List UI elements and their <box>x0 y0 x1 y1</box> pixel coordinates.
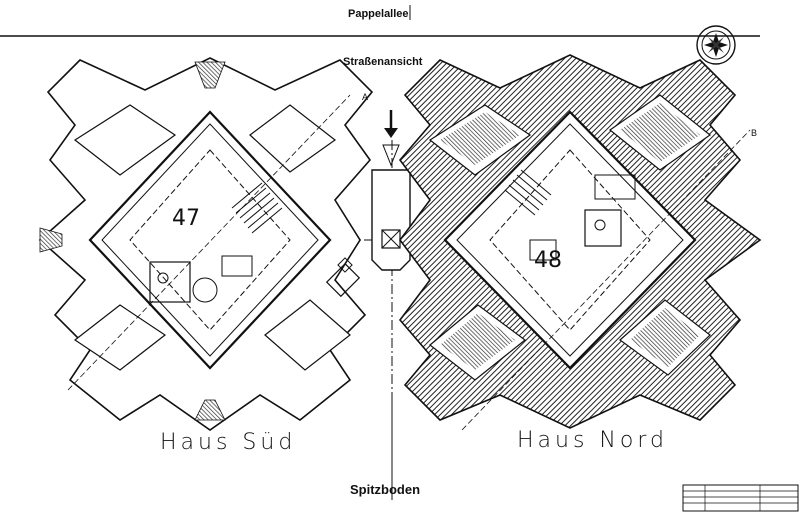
title-block <box>682 484 799 512</box>
section-marker-a: A <box>362 92 369 102</box>
house-north-plan <box>398 54 762 431</box>
street-name-label: Pappelallee <box>348 8 409 20</box>
arrow-down-icon <box>384 110 398 138</box>
house-north-label: Haus Nord <box>517 428 668 453</box>
house-south-label: Haus Süd <box>160 430 297 455</box>
house-south-number: 47 <box>172 206 200 231</box>
section-marker-b: B <box>751 128 758 138</box>
street-view-label: Straßenansicht <box>343 56 423 68</box>
level-label: Spitzboden <box>350 482 421 497</box>
house-south-plan <box>38 57 374 431</box>
compass-rose-icon <box>696 25 736 65</box>
house-north-number: 48 <box>534 248 562 273</box>
